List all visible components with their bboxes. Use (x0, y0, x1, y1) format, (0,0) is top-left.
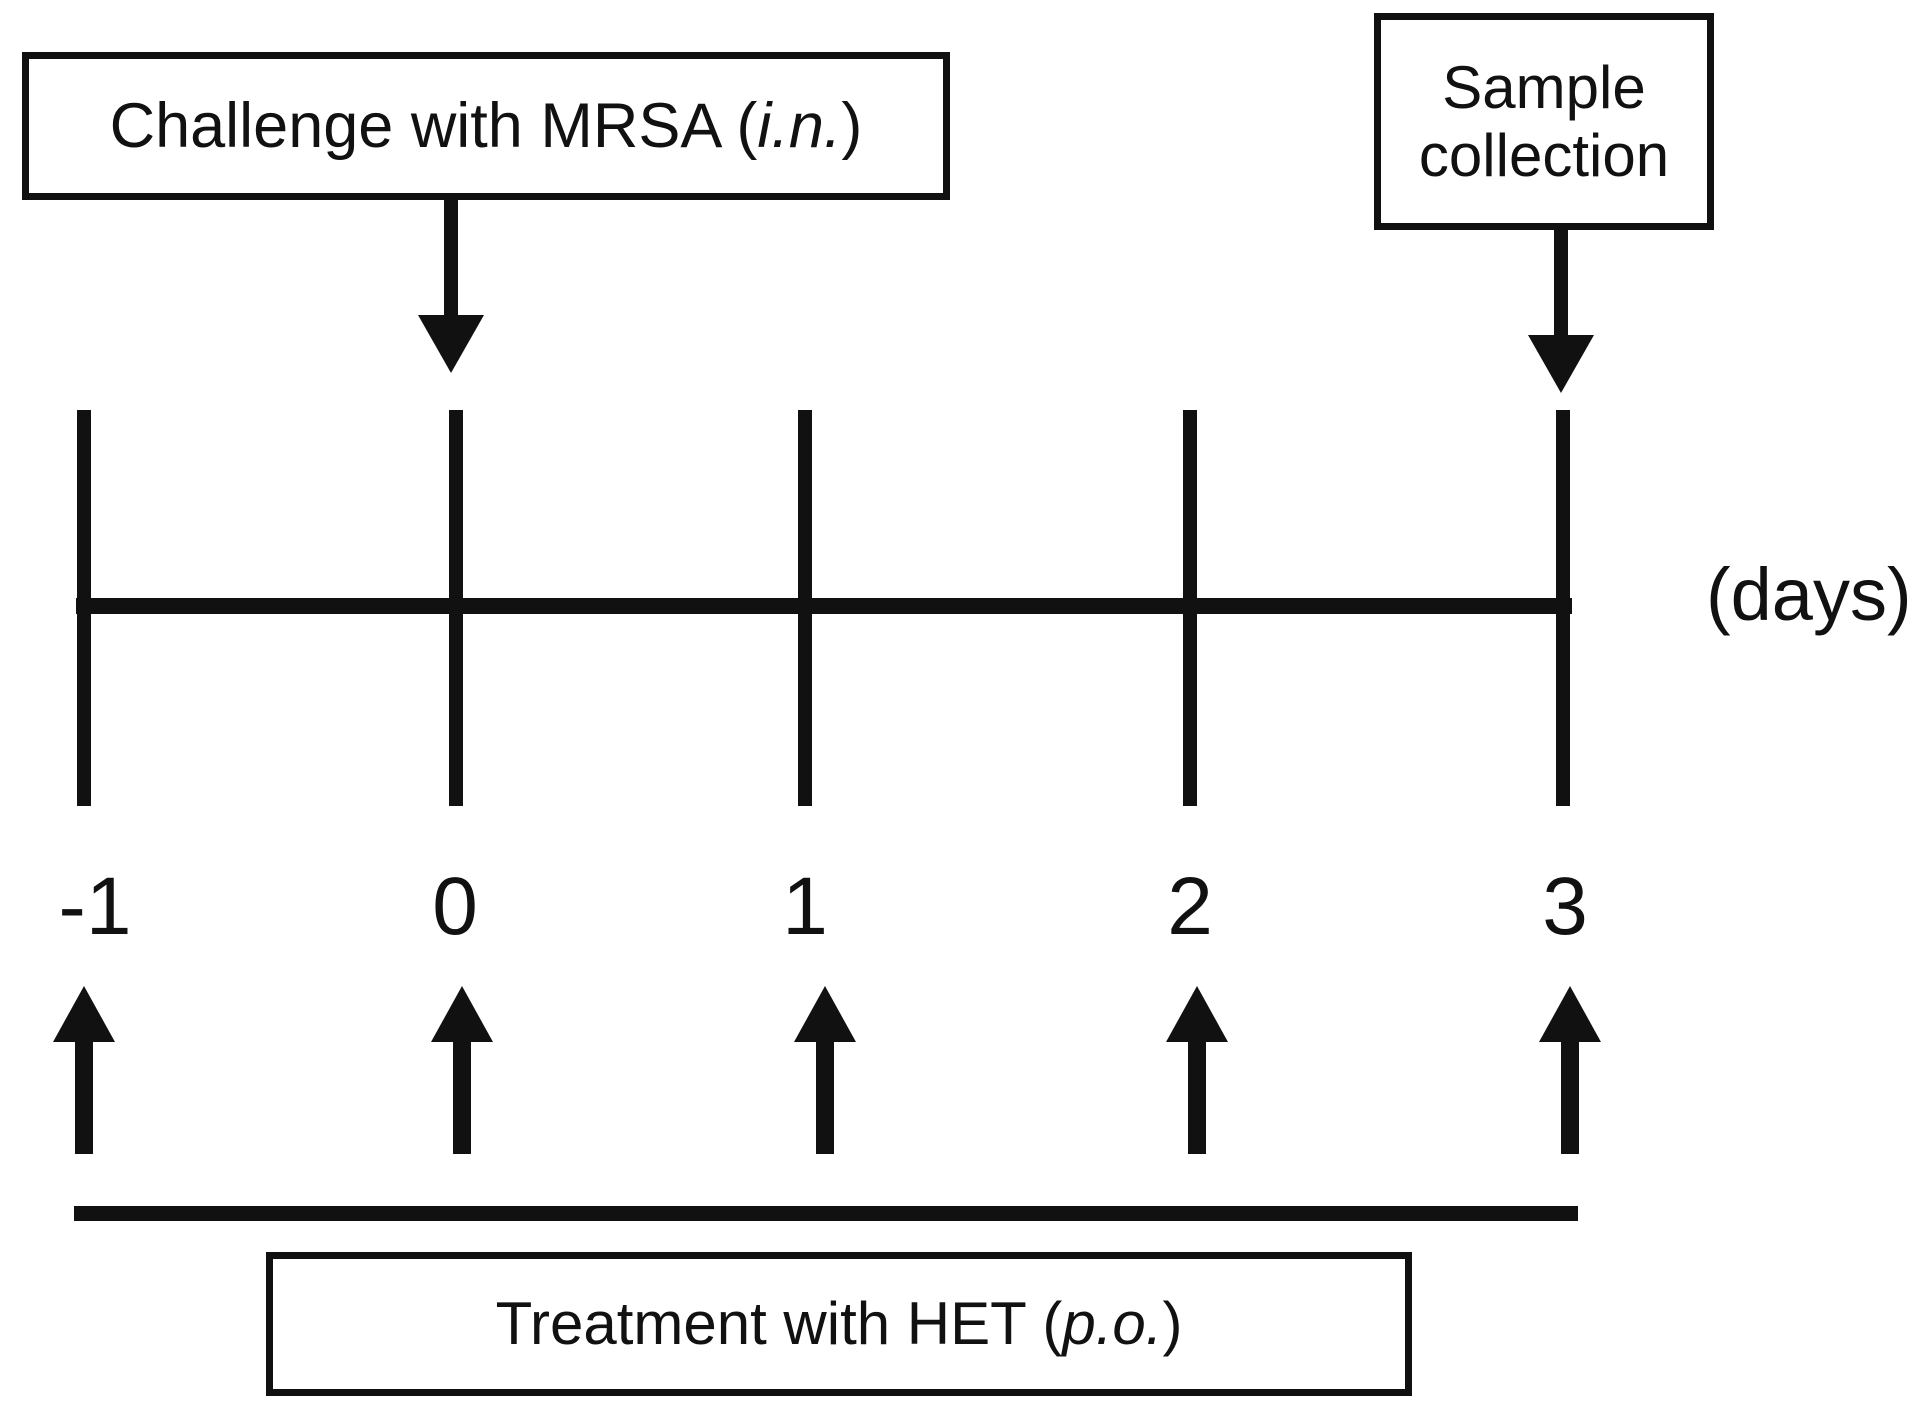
arrow-shaft (444, 198, 458, 320)
challenge-down-arrow-icon (418, 198, 484, 373)
sample-collection-callout-box: Sample collection (1374, 13, 1714, 230)
arrow-head (1166, 986, 1228, 1042)
dose-up-arrow-icon-day-1 (794, 986, 856, 1154)
arrow-shaft (75, 1036, 93, 1154)
treatment-span-bar (74, 1206, 1578, 1221)
arrow-head (431, 986, 493, 1042)
dose-up-arrow-icon-day-2 (1166, 986, 1228, 1154)
sample-collection-callout-label: Sample collection (1419, 54, 1669, 188)
day-label-0: 0 (432, 861, 478, 952)
sample-collection-line-2: collection (1418, 121, 1670, 189)
arrow-head (418, 315, 484, 373)
timeline-tick-day-1 (798, 410, 812, 806)
timeline-tick-day-2 (1183, 410, 1197, 806)
dose-up-arrow-icon-day-3 (1539, 986, 1601, 1154)
sample-collection-down-arrow-icon (1528, 228, 1594, 393)
timeline-axis-line (76, 598, 1572, 614)
arrow-shaft (1561, 1036, 1579, 1154)
arrow-shaft (453, 1036, 471, 1154)
arrow-shaft (1188, 1036, 1206, 1154)
day-label--1: -1 (58, 861, 132, 952)
challenge-route-abbrev: i.n. (757, 90, 842, 161)
sample-collection-line-1: Sample (1442, 54, 1646, 122)
treatment-callout-label: Treatment with HET (p.o.) (495, 1290, 1183, 1358)
timeline-tick-day-3 (1556, 410, 1570, 806)
dose-up-arrow-icon-day-0 (431, 986, 493, 1154)
arrow-head (1528, 335, 1594, 393)
challenge-callout-label: Challenge with MRSA (i.n.) (109, 90, 863, 161)
treatment-route-abbrev: p.o. (1062, 1290, 1163, 1358)
axis-unit-label: (days) (1706, 553, 1912, 636)
challenge-callout-box: Challenge with MRSA (i.n.) (22, 52, 950, 200)
timeline-tick-day-0 (449, 410, 463, 806)
dose-up-arrow-icon-day--1 (53, 986, 115, 1154)
day-label-2: 2 (1167, 861, 1213, 952)
arrow-head (794, 986, 856, 1042)
timeline-tick-day--1 (77, 410, 91, 806)
arrow-shaft (816, 1036, 834, 1154)
arrow-shaft (1554, 228, 1568, 340)
arrow-head (1539, 986, 1601, 1042)
day-label-1: 1 (782, 861, 828, 952)
arrow-head (53, 986, 115, 1042)
treatment-callout-box: Treatment with HET (p.o.) (266, 1252, 1412, 1396)
day-label-3: 3 (1542, 861, 1588, 952)
